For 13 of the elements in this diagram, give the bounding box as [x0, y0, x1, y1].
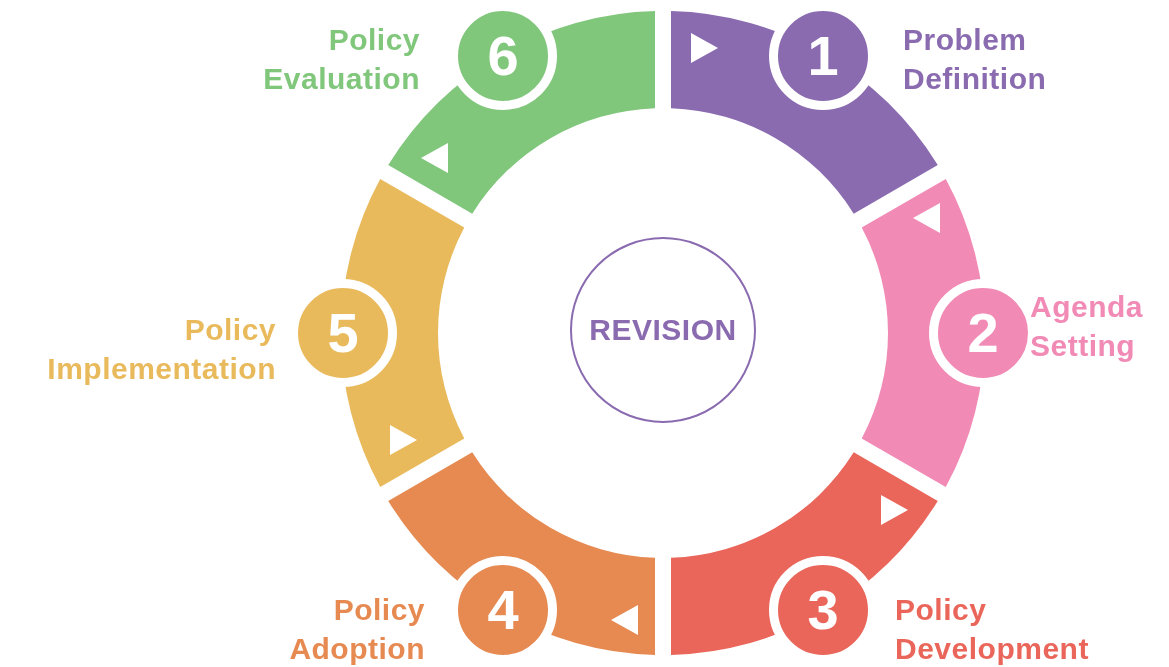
center-label: REVISION [589, 313, 737, 347]
step-label: Policy Evaluation [262, 22, 420, 97]
step-number: 6 [487, 27, 519, 84]
step-number: 2 [967, 305, 999, 361]
step-number: 1 [807, 27, 839, 84]
step-label: Agenda Setting [1030, 289, 1144, 364]
step-number: 4 [487, 582, 519, 639]
step-label: Policy Adoption [288, 592, 425, 667]
step-label: Policy Implementation [46, 312, 276, 387]
step-number: 3 [807, 582, 839, 639]
step-number: 5 [327, 305, 359, 361]
step-label: Policy Development [895, 592, 1090, 667]
step-label: Problem Definition [903, 22, 1048, 97]
